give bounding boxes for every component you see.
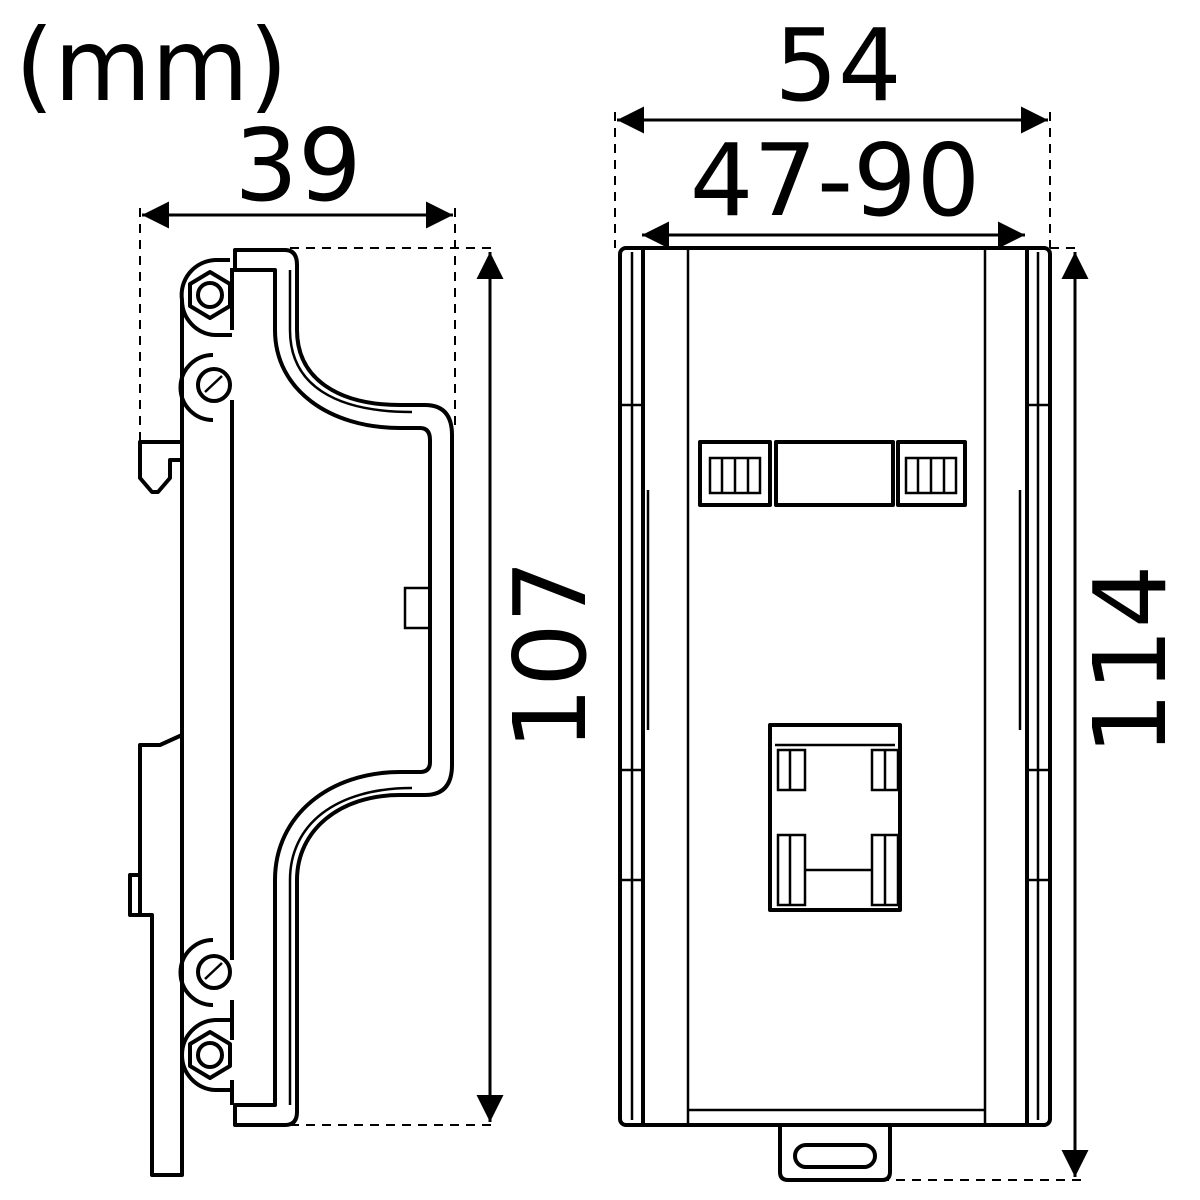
front-height-value: 114 (1072, 565, 1189, 756)
front-view (618, 246, 1052, 1182)
hex-nut-icon (179, 258, 232, 337)
unit-label: (mm) (15, 7, 288, 124)
width-range-value: 47-90 (690, 122, 981, 239)
hex-nut-icon (179, 1018, 232, 1092)
width-total-value: 54 (774, 7, 901, 124)
terminal-block-right (896, 440, 967, 507)
bottom-connector (768, 723, 902, 912)
side-view (128, 248, 454, 1177)
terminal-block-left (698, 440, 772, 507)
depth-value: 39 (234, 107, 361, 224)
screw-icon (178, 938, 232, 1007)
mounting-tab (778, 1125, 892, 1182)
side-height-dimension: 107 (290, 247, 609, 1126)
label-window (774, 440, 895, 507)
side-height-value: 107 (492, 560, 609, 751)
width-range-dimension: 47-90 (642, 122, 1025, 249)
front-height-dimension: 114 (880, 247, 1189, 1181)
depth-dimension: 39 (139, 107, 456, 450)
screw-icon (178, 353, 232, 422)
width-total-dimension: 54 (614, 7, 1051, 248)
